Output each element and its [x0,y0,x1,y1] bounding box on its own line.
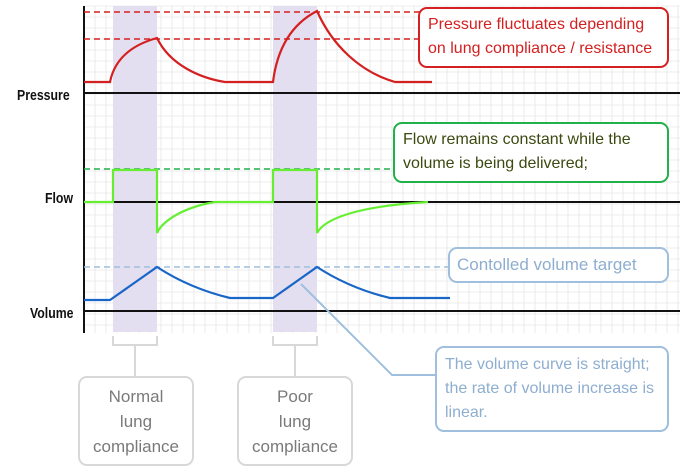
poor-compliance-line1: Poor [277,387,313,406]
poor-compliance-label: Poor lung compliance [237,376,353,466]
poor-compliance-line2: lung [278,412,312,431]
normal-compliance-label: Normal lung compliance [78,376,194,466]
pressure-waveform [84,9,432,84]
volume-waveform [84,265,450,302]
poor-compliance-bracket [272,336,318,376]
pressure-axis-label: Pressure [17,87,70,104]
normal-compliance-bracket [112,336,158,376]
pressure-note: Pressure fluctuates depending on lung co… [418,7,669,68]
volume-axis-label: Volume [30,305,74,322]
flow-waveform [84,168,429,234]
normal-compliance-line3: compliance [93,437,179,456]
flow-note: Flow remains constant while the volume i… [393,122,669,183]
volume-curve-note: The volume curve is straight; the rate o… [435,346,669,432]
volume-curve-connector [300,283,436,376]
poor-compliance-line3: compliance [252,437,338,456]
flow-axis-label: Flow [45,190,74,207]
normal-compliance-line1: Normal [108,387,164,406]
volume-target-note: Contolled volume target [448,247,669,283]
normal-compliance-line2: lung [119,412,153,431]
